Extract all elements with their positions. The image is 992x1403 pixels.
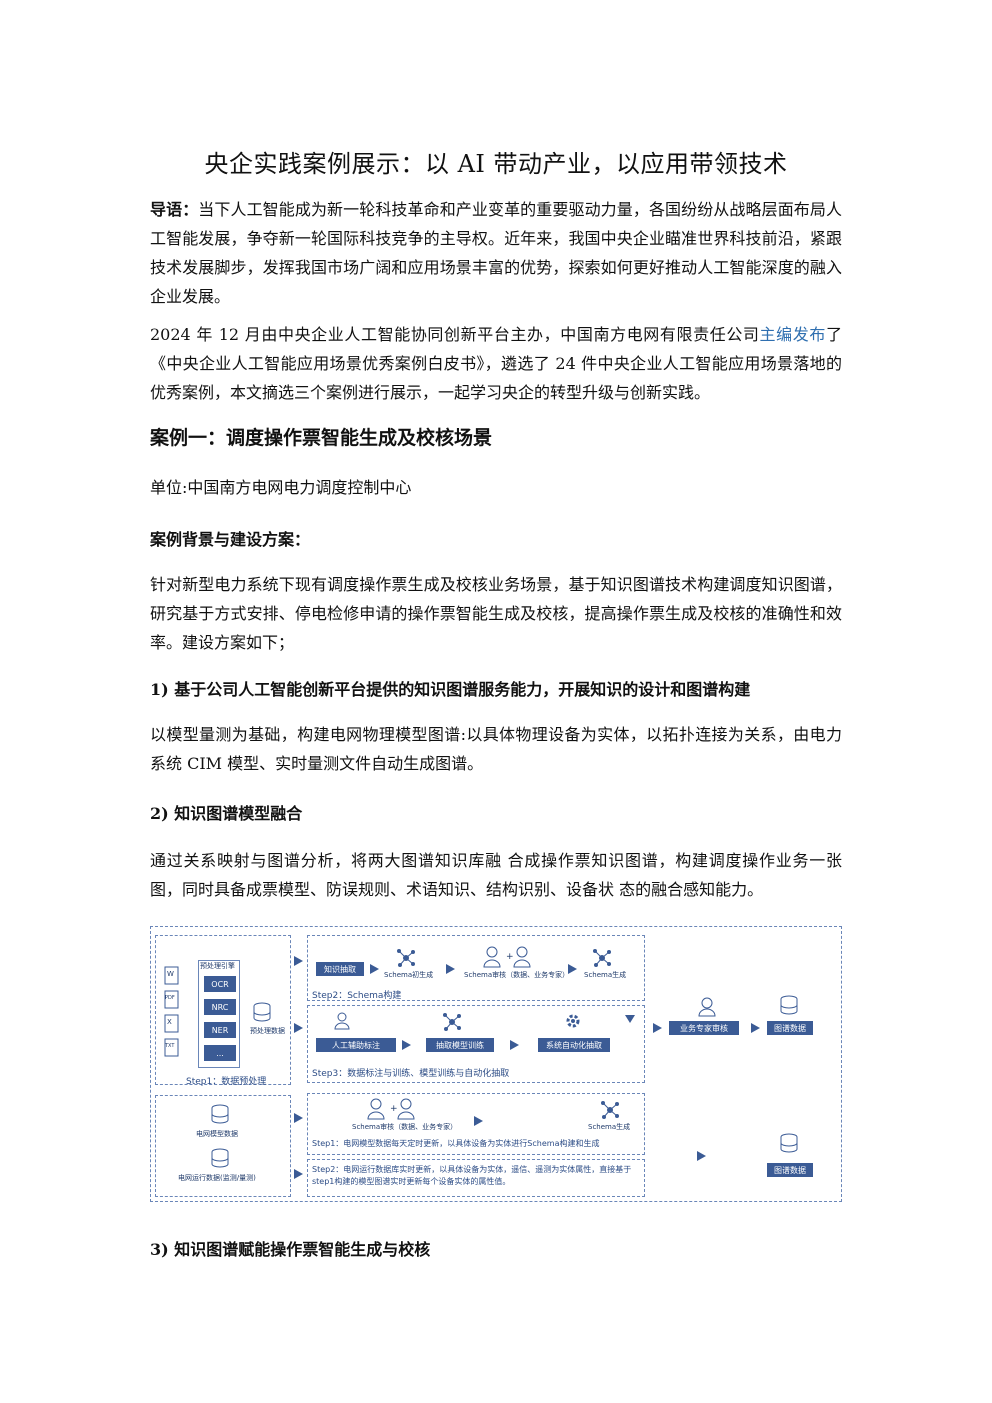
grid-model-data-label: 电网模型数据 — [196, 1130, 238, 1138]
arrow-right-icon — [294, 1169, 303, 1179]
release-paragraph: 2024 年 12 月由中央企业人工智能协同创新平台主办，中国南方电网有限责任公… — [150, 320, 842, 407]
case1-step1-text: 以模型量测为基础，构建电网物理模型图谱:以具体物理设备为实体，以拓扑连接为关系，… — [150, 725, 842, 773]
graph-node-icon — [593, 949, 611, 967]
intro-text: 当下人工智能成为新一轮科技革命和产业变革的重要驱动力量，各国纷纷从战略层面布局人… — [150, 200, 842, 306]
grid-run-data-label: 电网运行数据(监测/量测) — [178, 1174, 256, 1182]
release-text-before: 2024 年 12 月由中央企业人工智能协同创新平台主办，中国南方电网有限责任公… — [150, 325, 760, 344]
graph-node-icon — [601, 1101, 619, 1119]
case1-unit: 单位:中国南方电网电力调度控制中心 — [150, 478, 412, 497]
release-text-after: 了《中央企业人工智能应用场景优秀案例白皮书》，遴选了 24 件中央企业人工智能应… — [150, 325, 842, 402]
schema-block: 知识抽取 Schema初生成 + Schema审核（数据、业务专家） Schem… — [307, 935, 645, 1001]
arrow-right-icon — [474, 1116, 483, 1126]
expert-users-icon — [483, 946, 531, 968]
engine-ocr: OCR — [204, 976, 236, 992]
engine-title: 预处理引擎 — [200, 962, 235, 970]
arrow-right-icon — [751, 1023, 760, 1033]
case1-step1-heading: 1) 基于公司人工智能创新平台提供的知识图谱服务能力，开展知识的设计和图谱构建 — [150, 680, 751, 699]
auto-extract-box: 系统自动化抽取 — [538, 1038, 610, 1052]
arrow-right-icon — [446, 964, 455, 974]
word-file-icon: W — [167, 970, 174, 978]
low-step2-label: Step2：电网运行数据库实时更新，以具体设备为实体，遥信、遥测为实体属性，直接… — [312, 1165, 632, 1186]
case1-heading: 案例一：调度操作票智能生成及校核场景 — [150, 427, 493, 449]
plus-sign: + — [506, 952, 514, 962]
grid-schema-block: + Schema审核（数据、业务专家） Schema生成 Step1：电网模型数… — [307, 1093, 645, 1155]
case1-bg-text: 针对新型电力系统下现有调度操作票生成及校核业务场景，基于知识图谱技术构建调度知识… — [150, 575, 842, 652]
arrow-right-icon — [510, 1040, 519, 1050]
extract-train-box: 抽取模型训练 — [426, 1038, 494, 1052]
pdf-file-icon: PDF — [165, 995, 175, 1001]
arrow-right-icon — [294, 1113, 303, 1123]
plus-sign: + — [390, 1104, 398, 1114]
case1-step2-heading: 2) 知识图谱模型融合 — [150, 804, 303, 823]
schema-gen-label: Schema初生成 — [384, 971, 434, 979]
knowledge-extract-box: 知识抽取 — [316, 962, 364, 976]
database-icon — [211, 1104, 229, 1124]
intro-paragraph: 导语：当下人工智能成为新一轮科技革命和产业变革的重要驱动力量，各国纷纷从战略层面… — [150, 195, 842, 311]
training-block: 人工辅助标注 抽取模型训练 系统自动化抽取 Step3：数据标注与训练、模型训练… — [307, 1005, 645, 1083]
expert-review-box: 业务专家审核 — [669, 1021, 739, 1035]
database-icon — [780, 995, 798, 1015]
graph-data-box: 图谱数据 — [767, 1021, 813, 1035]
excel-file-icon: X — [167, 1018, 172, 1026]
engine-panel — [198, 960, 240, 1068]
preprocess-block: W PDF X TXT 预处理引擎 OCR NRC NER ... 预处理数据 … — [155, 935, 291, 1087]
graph-node-icon — [397, 949, 415, 967]
arrow-down-icon — [625, 1015, 635, 1023]
case1-step3-heading: 3) 知识图谱赋能操作票智能生成与校核 — [150, 1240, 431, 1259]
grid-data-block: 电网模型数据 电网运行数据(监测/量测) — [155, 1095, 291, 1197]
arrow-right-icon — [402, 1040, 411, 1050]
step1-label: Step1：数据预处理 — [186, 1077, 267, 1087]
low-step1-label: Step1：电网模型数据每天定时更新，以具体设备为实体进行Schema构建和生成 — [312, 1139, 600, 1148]
manual-label-box: 人工辅助标注 — [316, 1038, 396, 1052]
preprocessed-data-label: 预处理数据 — [250, 1027, 285, 1035]
database-icon — [211, 1148, 229, 1168]
page-title: 央企实践案例展示：以 AI 带动产业，以应用带领技术 — [204, 150, 788, 179]
engine-more: ... — [204, 1045, 236, 1061]
file-type-icons — [164, 966, 179, 1057]
grid-realtime-block: Step2：电网运行数据库实时更新，以具体设备为实体，遥信、遥测为实体属性，直接… — [307, 1159, 645, 1197]
arrow-right-icon — [568, 964, 577, 974]
step3-label: Step3：数据标注与训练、模型训练与自动化抽取 — [312, 1069, 510, 1079]
database-icon — [253, 1002, 271, 1022]
arrow-right-icon — [370, 964, 379, 974]
arrow-right-icon — [294, 1023, 303, 1033]
case1-bg-heading: 案例背景与建设方案： — [150, 530, 311, 549]
expert-user-icon — [698, 997, 716, 1017]
graph-data2-box: 图谱数据 — [767, 1163, 813, 1177]
step2-label: Step2：Schema构建 — [312, 991, 402, 1001]
arrow-right-icon — [653, 1023, 662, 1033]
engine-nrc: NRC — [204, 999, 236, 1015]
arrow-right-icon — [697, 1151, 706, 1161]
user-icon — [334, 1012, 350, 1030]
txt-file-icon: TXT — [165, 1043, 175, 1049]
schema-review2-label: Schema审核（数据、业务专家） — [352, 1123, 458, 1131]
schema-review-label: Schema审核（数据、业务专家） — [464, 971, 570, 979]
intro-lead: 导语： — [150, 200, 199, 219]
schema-out-label: Schema生成 — [584, 971, 627, 979]
expert-users-icon — [367, 1098, 415, 1120]
arrow-right-icon — [294, 956, 303, 966]
knowledge-graph-figure: W PDF X TXT 预处理引擎 OCR NRC NER ... 预处理数据 … — [150, 926, 842, 1202]
graph-node-icon — [443, 1013, 461, 1031]
release-link[interactable]: 主编发布 — [759, 325, 826, 344]
engine-ner: NER — [204, 1022, 236, 1038]
database-icon — [780, 1133, 798, 1153]
case1-step2-text: 通过关系映射与图谱分析，将两大图谱知识库融 合成操作票知识图谱，构建调度操作业务… — [150, 851, 842, 899]
schema-out2-label: Schema生成 — [588, 1123, 631, 1131]
gear-icon — [566, 1014, 580, 1028]
